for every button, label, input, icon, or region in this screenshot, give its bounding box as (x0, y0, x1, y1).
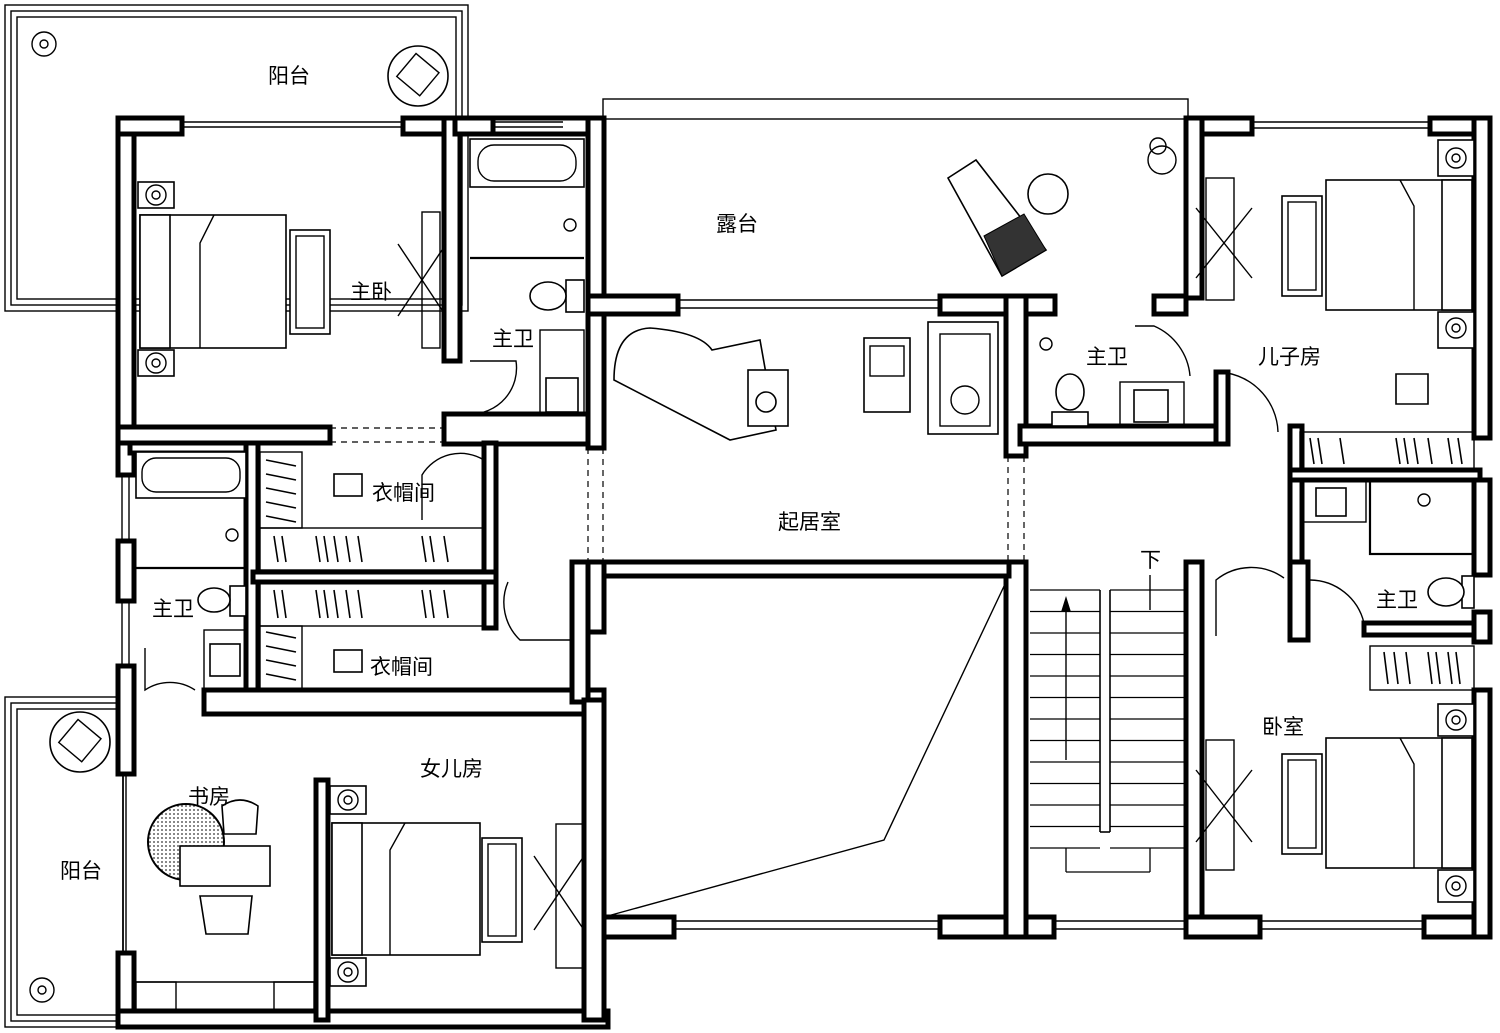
hanger (273, 589, 279, 619)
balcony-chair-left (49, 711, 111, 773)
hanger (333, 589, 339, 619)
hanger (1309, 437, 1315, 465)
label-walkin-top: 衣帽间 (372, 481, 435, 505)
label-walkin-bottom: 衣帽间 (370, 655, 433, 679)
stairs (1030, 575, 1184, 873)
hanger (323, 589, 329, 619)
hanger (1447, 651, 1453, 685)
plant-icon (31, 31, 57, 57)
right-bath (1301, 478, 1476, 691)
label-bedroom: 卧室 (1262, 715, 1304, 739)
windows (121, 121, 1430, 983)
center-right-bath (1039, 337, 1185, 427)
right-bed (1195, 703, 1475, 903)
terrace-rail (602, 98, 1189, 120)
hanger (281, 589, 287, 619)
hanger (357, 535, 363, 563)
hanger (357, 589, 363, 619)
hanger (265, 631, 297, 639)
coffee-table (863, 337, 911, 413)
label-terrace: 露台 (716, 212, 758, 236)
hanger (443, 589, 449, 619)
master-bed (137, 181, 447, 377)
openings (330, 427, 1025, 562)
label-bath-right: 主卫 (1376, 588, 1418, 612)
walls (115, 115, 1493, 1030)
armchair (927, 321, 999, 435)
study-furniture (125, 774, 315, 1011)
label-living-room: 起居室 (778, 510, 841, 534)
hanger (1457, 437, 1463, 465)
hanger (265, 515, 297, 523)
label-stairs-down: 下 (1140, 548, 1161, 572)
hanger (265, 473, 297, 481)
hanger (345, 535, 351, 563)
hanger (421, 535, 427, 563)
hanger (1455, 651, 1461, 685)
hanger (281, 535, 287, 563)
label-study: 书房 (188, 785, 230, 809)
balcony-chair-top (387, 45, 449, 107)
hanger (333, 535, 339, 563)
hanger (265, 645, 297, 653)
hanger (1427, 651, 1433, 685)
hanger (1427, 437, 1433, 465)
label-bath-left: 主卫 (152, 597, 194, 621)
hanger (1393, 651, 1399, 685)
hanger (265, 487, 297, 495)
hanger (265, 501, 297, 509)
hanger (421, 589, 427, 619)
stair-void (603, 581, 1007, 918)
label-balcony-left: 阳台 (60, 859, 102, 883)
doors (144, 325, 1365, 692)
label-master-bath: 主卫 (492, 327, 534, 351)
room-labels: 阳台 主卧 主卫 露台 起居室 主卫 儿子房 衣帽间 衣帽间 主卫 主卫 女儿房… (60, 64, 1418, 883)
hanger (1405, 651, 1411, 685)
hanger (429, 535, 435, 563)
hanger (323, 535, 329, 563)
plant-icon (29, 977, 55, 1003)
hanger (1339, 437, 1345, 465)
hanger (345, 589, 351, 619)
daughter-bed (329, 785, 585, 987)
hanger (273, 535, 279, 563)
left-bath-fixtures (135, 451, 247, 691)
hanger (265, 673, 297, 681)
plant-icon (1147, 137, 1177, 175)
label-master-bedroom: 主卧 (350, 280, 392, 304)
hanger (443, 535, 449, 563)
hanger (1395, 437, 1401, 465)
hanger (1403, 437, 1409, 465)
label-daughter-room: 女儿房 (420, 757, 483, 781)
balcony-bottom-left (4, 696, 124, 1028)
hanger (315, 535, 321, 563)
terrace-furniture (946, 137, 1177, 278)
hanger (265, 659, 297, 667)
hanger (1447, 437, 1453, 465)
hanger (265, 459, 297, 467)
son-bed (1195, 139, 1475, 471)
master-bath-fixtures (469, 138, 585, 415)
hanger (1413, 437, 1419, 465)
hanger (1317, 437, 1323, 465)
hanger (315, 589, 321, 619)
piano (613, 327, 789, 441)
label-son-room: 儿子房 (1258, 345, 1321, 369)
hanger (429, 589, 435, 619)
walkin-closets (259, 437, 1463, 691)
hanger (1435, 651, 1441, 685)
arrow-up-icon (1061, 596, 1071, 612)
label-balcony-top: 阳台 (268, 64, 310, 88)
hanger (1383, 651, 1389, 685)
label-bath-center-right: 主卫 (1086, 345, 1128, 369)
